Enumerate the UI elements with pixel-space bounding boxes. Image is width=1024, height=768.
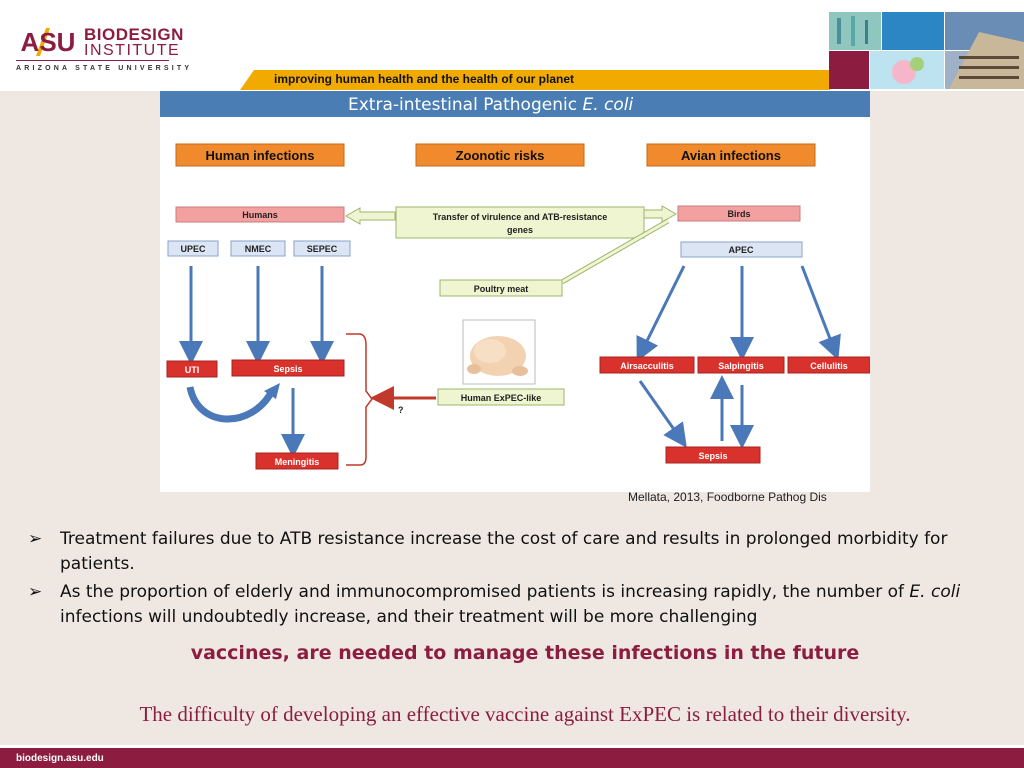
avian-pathway-arrows [636,265,841,449]
zoonotic-risks-label: Zoonotic risks [456,148,545,163]
diagram-canvas: Human infections Zoonotic risks Avian in… [160,91,870,470]
transfer-double-arrow [344,205,678,225]
svg-text:ASU: ASU [21,28,76,56]
logo-divider [16,60,169,61]
humans-box: Humans [175,206,345,223]
tagline: improving human health and the health of… [274,72,575,86]
footer-url-link[interactable]: biodesign.asu.edu [16,753,104,764]
human-pathway-arrows [179,266,334,458]
human-expec-like-label: Human ExPEC-like [461,393,542,403]
outcome-bracket [346,333,373,466]
diagram-title: Extra-intestinal Pathogenic E. coli [348,95,633,115]
uncertain-question-mark: ? [398,405,404,415]
sepsis-avian-label: Sepsis [698,451,727,461]
sepec-label: SEPEC [307,244,338,254]
footer-divider [0,745,1024,748]
sepsis-avian-box: Sepsis [665,446,761,464]
uti-label: UTI [185,365,200,375]
slide-header: ASU BIODESIGN INSTITUTE ARIZONA STATE UN… [0,0,1024,91]
university-name: ARIZONA STATE UNIVERSITY [16,65,193,72]
transfer-label-line1: Transfer of virulence and ATB-resistance [433,212,608,222]
raw-chicken-image [462,319,536,385]
salpingitis-label: Salpingitis [718,361,764,371]
sepsis-human-box: Sepsis [231,359,345,377]
bullet-text: As the proportion of elderly and immunoc… [60,580,998,630]
bullet-text: Treatment failures due to ATB resistance… [60,529,948,574]
diagram-title-text: Extra-intestinal Pathogenic [348,95,583,115]
airsacculitis-box: Airsacculitis [599,356,695,374]
apec-box: APEC [680,241,803,258]
airsacculitis-label: Airsacculitis [620,361,674,371]
cellulitis-box: Cellulitis [787,356,870,374]
upec-box: UPEC [167,240,219,257]
bullet-text-part: As the proportion of elderly and immunoc… [60,582,910,602]
sepsis-human-label: Sepsis [273,364,302,374]
tagline-bar [240,70,830,90]
transfer-label-line2: genes [507,225,533,235]
bullet-item: ➢ As the proportion of elderly and immun… [28,580,998,630]
poultry-meat-box: Poultry meat [439,279,563,297]
callout-text: vaccines, are needed to manage these inf… [190,642,860,664]
avian-infections-header: Avian infections [646,143,816,167]
avian-infections-label: Avian infections [681,148,781,163]
uti-box: UTI [166,360,218,378]
asu-logo-icon: ASU [16,28,80,56]
diagram-title-italic: E. coli [582,95,634,115]
birds-box: Birds [677,205,801,222]
conclusion-text: The difficulty of developing an effectiv… [139,702,911,726]
upec-label: UPEC [180,244,206,254]
logo-title-line1: BIODESIGN [84,25,184,44]
arrow-bullet-icon: ➢ [28,529,43,549]
cellulitis-label: Cellulitis [810,361,848,371]
salpingitis-box: Salpingitis [697,356,785,374]
nmec-label: NMEC [245,244,272,254]
bullet-text-italic: E. coli [909,582,961,602]
arrow-bullet-icon: ➢ [28,582,43,602]
logo-title-line2: INSTITUTE [84,42,181,59]
birds-label: Birds [727,209,750,219]
human-expec-like-box: Human ExPEC-like [437,388,565,406]
nmec-box: NMEC [230,240,286,257]
transfer-box: Transfer of virulence and ATB-resistance… [395,206,645,239]
bullet-text-part: infections will undoubtedly increase, an… [60,607,758,627]
human-infections-header: Human infections [175,143,345,167]
zoonotic-risks-header: Zoonotic risks [415,143,585,167]
meningitis-label: Meningitis [275,457,320,467]
sepec-box: SEPEC [293,240,351,257]
header-photo-mosaic [829,12,1024,89]
figure-citation: Mellata, 2013, Foodborne Pathog Dis [628,490,827,504]
poultry-meat-label: Poultry meat [474,284,529,294]
expec-diagram: Human infections Zoonotic risks Avian in… [160,91,870,492]
bullet-item: ➢ Treatment failures due to ATB resistan… [28,527,998,577]
meningitis-box: Meningitis [255,452,339,470]
humans-label: Humans [242,210,278,220]
slide-footer: biodesign.asu.edu [0,748,1024,768]
human-infections-label: Human infections [205,148,314,163]
uti-to-sepsis-curved-arrow [186,386,276,423]
diagram-title-bar [160,91,870,117]
apec-label: APEC [728,245,754,255]
